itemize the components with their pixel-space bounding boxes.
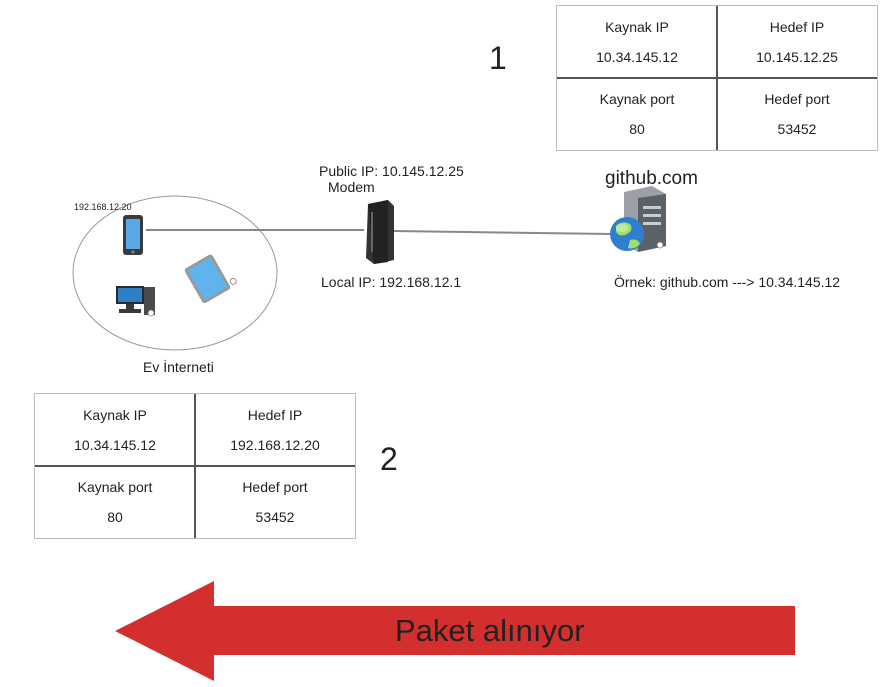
source-ip-label: Kaynak IP	[605, 19, 669, 35]
phone-icon	[123, 215, 143, 255]
source-port-cell: Kaynak port 80	[557, 78, 717, 150]
dest-ip-cell: Hedef IP 10.145.12.25	[717, 6, 877, 78]
tablet-icon	[184, 254, 237, 304]
network-diagram	[72, 186, 666, 351]
device-ip-label: 192.168.12.20	[74, 202, 132, 212]
modem-label: Modem	[328, 179, 375, 195]
example-label: Örnek: github.com ---> 10.34.145.12	[614, 274, 841, 290]
server-label: github.com	[605, 168, 698, 189]
home-network-label: Ev İnterneti	[143, 359, 214, 375]
dest-port-cell: Hedef port 53452	[717, 78, 877, 150]
source-port-label: Kaynak port	[77, 479, 153, 495]
public-ip-label: Public IP: 10.145.12.25	[319, 163, 464, 179]
source-ip-value: 10.34.145.12	[596, 49, 678, 65]
source-port-value: 80	[107, 509, 123, 525]
source-ip-label: Kaynak IP	[83, 407, 147, 423]
dest-ip-value: 192.168.12.20	[230, 437, 320, 453]
packet-table-2: Kaynak IP 10.34.145.12 Hedef IP 192.168.…	[34, 393, 356, 539]
dest-ip-value: 10.145.12.25	[756, 49, 838, 65]
modem-to-server-line	[393, 230, 613, 235]
source-port-label: Kaynak port	[599, 91, 675, 107]
modem-icon	[366, 200, 394, 264]
dest-port-cell: Hedef port 53452	[195, 466, 355, 538]
packet-table-1: Kaynak IP 10.34.145.12 Hedef IP 10.145.1…	[556, 5, 878, 151]
dest-ip-cell: Hedef IP 192.168.12.20	[195, 394, 355, 466]
source-port-cell: Kaynak port 80	[35, 466, 195, 538]
dest-port-value: 53452	[255, 509, 295, 525]
desktop-icon	[116, 286, 155, 317]
dest-ip-label: Hedef IP	[769, 19, 825, 35]
table-1-number: 1	[489, 40, 507, 76]
globe-icon	[610, 217, 644, 251]
direction-arrow	[115, 581, 795, 681]
source-ip-value: 10.34.145.12	[74, 437, 156, 453]
dest-ip-label: Hedef IP	[247, 407, 303, 423]
source-ip-cell: Kaynak IP 10.34.145.12	[35, 394, 195, 466]
dest-port-label: Hedef port	[242, 479, 308, 495]
source-ip-cell: Kaynak IP 10.34.145.12	[557, 6, 717, 78]
dest-port-label: Hedef port	[764, 91, 830, 107]
dest-port-value: 53452	[777, 121, 817, 137]
table-2-number: 2	[380, 441, 398, 477]
source-port-value: 80	[629, 121, 645, 137]
local-ip-label: Local IP: 192.168.12.1	[321, 274, 462, 290]
banner-text: Paket alınıyor	[395, 613, 585, 648]
home-network-ellipse	[72, 195, 278, 351]
